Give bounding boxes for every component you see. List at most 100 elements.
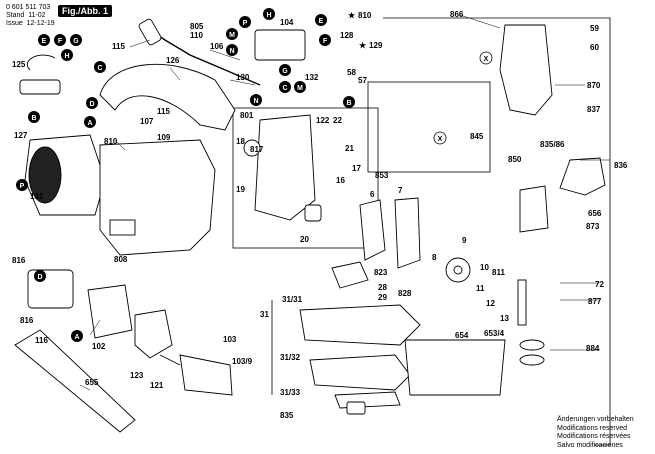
cord-plug <box>138 18 162 46</box>
base-plate-31-32 <box>309 354 411 391</box>
legend-stars: ★ 810 ★ 129 <box>348 11 383 50</box>
plunger-rod <box>517 279 527 326</box>
label-107: 107 <box>140 117 154 126</box>
label-837: 837 <box>587 105 601 114</box>
label-13: 13 <box>500 314 509 323</box>
label-811: 811 <box>492 268 505 277</box>
svg-text:F: F <box>323 38 328 45</box>
label-866: 866 <box>450 10 464 19</box>
label-57: 57 <box>358 76 367 85</box>
label-115b: 115 <box>157 107 170 116</box>
frame-right-bracket <box>383 17 611 446</box>
svg-text:C: C <box>97 65 102 72</box>
label-28: 28 <box>378 283 387 292</box>
label-109: 109 <box>157 133 171 142</box>
label-828: 828 <box>398 289 412 298</box>
svg-text:A: A <box>87 120 92 127</box>
svg-text:X: X <box>438 136 443 143</box>
leader-106 <box>209 49 241 61</box>
callout-E-top: E <box>38 34 50 46</box>
label-21: 21 <box>345 144 354 153</box>
label-123: 123 <box>130 371 144 380</box>
svg-text:D: D <box>89 101 94 108</box>
part-20 <box>304 204 322 222</box>
callout-M-top: M <box>226 28 238 40</box>
label-8: 8 <box>432 253 437 262</box>
label-115: 115 <box>112 42 125 51</box>
part-number-labels: 125 115 805 110 104 128 106 126 130 132 … <box>12 10 628 420</box>
label-808: 808 <box>114 255 128 264</box>
svg-text:B: B <box>346 100 351 107</box>
callout-P-top: P <box>239 16 251 28</box>
star-129-icon: ★ <box>359 41 367 50</box>
label-656: 656 <box>588 209 602 218</box>
svg-text:F: F <box>58 38 63 45</box>
label-130: 130 <box>236 73 250 82</box>
svg-text:H: H <box>64 53 69 60</box>
label-836: 836 <box>614 161 628 170</box>
callout-markers: E F G H C D A B P P H M N E F G C M N B … <box>16 8 493 342</box>
label-16: 16 <box>336 176 345 185</box>
label-6: 6 <box>370 190 375 199</box>
label-31-31: 31/31 <box>282 295 303 304</box>
callout-G-mid: G <box>279 64 291 76</box>
label-121: 121 <box>150 381 164 390</box>
washer-884b <box>519 354 545 366</box>
leader-102 <box>89 319 101 336</box>
cable-loop <box>27 54 56 71</box>
main-housing <box>99 139 216 256</box>
parts-artwork <box>14 18 606 433</box>
header-block: 0 601 511 703 Stand 11-02 Issue 12-12-19 <box>6 4 55 28</box>
label-18: 18 <box>236 137 245 146</box>
armature-shaft <box>159 354 181 366</box>
callout-H-left: H <box>61 49 73 61</box>
bearing-18 <box>243 139 261 157</box>
label-31-33: 31/33 <box>280 388 301 397</box>
label-58: 58 <box>347 68 356 77</box>
handle-cover <box>99 64 236 131</box>
label-11: 11 <box>476 284 485 293</box>
gear-hub <box>453 265 463 275</box>
leader-130 <box>229 79 256 86</box>
label-106: 106 <box>210 42 224 51</box>
label-835-86: 835/86 <box>540 140 565 149</box>
callout-D-left: D <box>86 97 98 109</box>
base-plate-31-33 <box>334 391 401 409</box>
leader-115 <box>129 39 151 48</box>
guard-823 <box>331 261 369 289</box>
svg-text:E: E <box>42 38 47 45</box>
note-es: Salvo modificaciones <box>557 441 623 449</box>
base-plate-31-31 <box>299 304 421 346</box>
callout-F-top: F <box>54 34 66 46</box>
label-60: 60 <box>590 43 599 52</box>
svg-text:N: N <box>253 98 258 105</box>
stand-value: 11-02 <box>28 12 46 19</box>
callout-N-top: N <box>226 44 238 56</box>
svg-text:M: M <box>297 85 303 92</box>
svg-text:G: G <box>282 68 288 75</box>
svg-text:P: P <box>20 183 25 190</box>
svg-text:G: G <box>73 38 79 45</box>
label-19: 19 <box>236 185 245 194</box>
callout-C-mid: C <box>279 81 291 93</box>
switch-block <box>19 79 61 95</box>
plate-6 <box>359 199 386 261</box>
callout-B-mid: B <box>343 96 355 108</box>
label-805: 805 <box>190 22 204 31</box>
label-816a: 816 <box>12 256 26 265</box>
label-131: 131 <box>30 192 44 201</box>
callout-N-mid: N <box>250 94 262 106</box>
callout-F-top2: F <box>319 34 331 46</box>
svg-text:E: E <box>319 18 324 25</box>
label-801: 801 <box>240 111 254 120</box>
label-817: 817 <box>250 145 264 154</box>
switch-module <box>254 29 306 61</box>
callout-D-lower: D <box>34 270 46 282</box>
label-128: 128 <box>340 31 354 40</box>
issue-value: 12-12-19 <box>26 20 55 27</box>
svg-text:C: C <box>282 85 287 92</box>
label-877: 877 <box>588 297 602 306</box>
svg-text:D: D <box>37 274 42 281</box>
